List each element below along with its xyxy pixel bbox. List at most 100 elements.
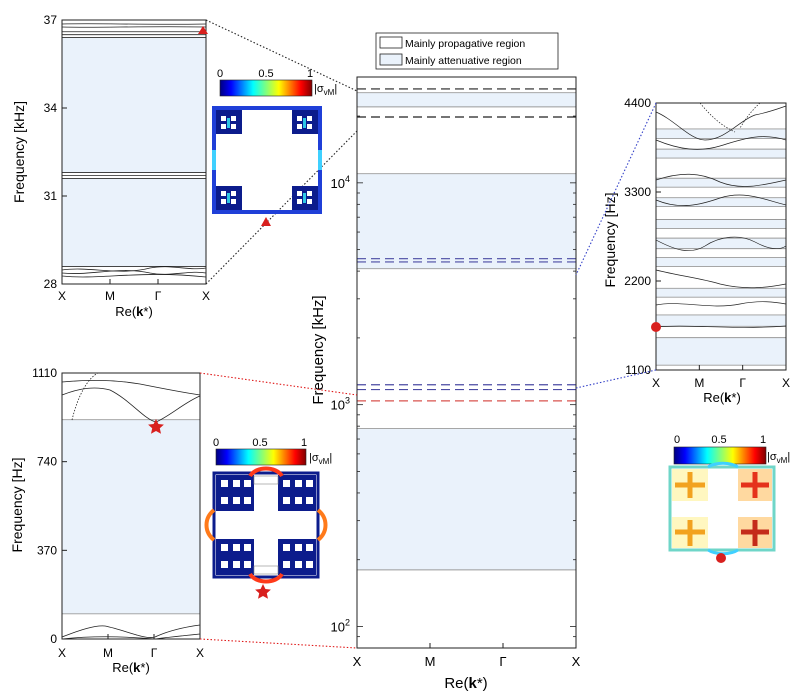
inset-right-dispersion-curves xyxy=(655,102,787,328)
colorbar-top: 0 0.5 1 |σvM| xyxy=(217,68,337,97)
resonator-right-cross-bl xyxy=(675,520,705,546)
resonator-top-bl xyxy=(216,186,242,210)
colorbar-right-gradient xyxy=(673,446,767,465)
unit-cell-middle-strain-bottom xyxy=(248,572,284,584)
tl-yticks-label-0: 28 xyxy=(44,277,58,291)
r-yticks-label-3: 4400 xyxy=(624,96,651,110)
unit-cell-middle-strain-right xyxy=(316,508,328,542)
circle-marker-right xyxy=(651,322,661,332)
main-bands-band-2 xyxy=(357,92,576,107)
main-xticks-label-1: M xyxy=(425,654,436,669)
unit-cell-right-frame xyxy=(668,465,776,552)
resonator-top-tr xyxy=(292,110,318,134)
mode-shape-middle: 0 0.5 1 |σvM| xyxy=(204,437,332,599)
star-marker-mode xyxy=(255,584,271,599)
main-bands-band-0 xyxy=(357,428,576,570)
colorbar-middle-tick-min: 0 xyxy=(213,437,219,449)
main-xlabel-prefix: Re( xyxy=(444,675,468,692)
unit-cell-right-edge-accent xyxy=(707,461,739,556)
tl-xticks-label-0: X xyxy=(58,289,66,303)
triangle-marker xyxy=(198,26,208,34)
tl-bands-band-0 xyxy=(62,178,206,267)
inset-right-frame xyxy=(655,102,787,371)
r-curve-2 xyxy=(655,136,787,150)
main-ylabel: Frequency [kHz] xyxy=(310,295,327,404)
colorbar-right-tick-max: 1 xyxy=(760,434,766,446)
connector-kHz-bottom xyxy=(205,130,358,285)
main-xlabel: Re(k*) xyxy=(444,675,487,692)
inset-right-xlabel: Re(k*) xyxy=(703,390,741,405)
bl-curve-3 xyxy=(61,387,201,423)
unit-cell-middle-frame xyxy=(212,471,320,579)
main-xticks-label-3: X xyxy=(572,654,581,669)
colorbar-top-tick-mid: 0.5 xyxy=(258,68,273,80)
inset-right-bands xyxy=(656,128,786,366)
tl-curve-2 xyxy=(61,270,207,275)
colorbar-middle-label: |σvM| xyxy=(309,452,332,466)
bl-yticks-label-0: 0 xyxy=(50,632,57,646)
main-ytick-label-0: 102 xyxy=(331,618,350,635)
inset-top-left-ylabel: Frequency [kHz] xyxy=(11,101,27,203)
mode-shape-right: 0 0.5 1 |σvM| xyxy=(668,434,790,563)
tl-curve-3 xyxy=(61,274,207,278)
r-curve-5 xyxy=(655,236,787,252)
tl-xticks-label-2: Γ xyxy=(155,289,162,303)
tl-xticks-label-3: X xyxy=(202,289,210,303)
tl-curve-4 xyxy=(61,23,207,25)
triangle-marker-mode xyxy=(261,217,271,226)
inset-top-left-dispersion-curves xyxy=(61,23,207,278)
resonator-top-br xyxy=(292,186,318,210)
main-xlabel-bold: k xyxy=(468,675,477,692)
resonator-right-cross-br xyxy=(741,520,769,546)
colorbar-middle-tick-max: 1 xyxy=(301,437,307,449)
r-bands-band-1 xyxy=(656,314,786,327)
unit-cell-top-inner xyxy=(232,126,302,194)
star-marker-bl xyxy=(148,419,164,434)
main-plot-frame xyxy=(356,76,577,649)
connector-lines xyxy=(199,19,657,649)
legend-swatch-attenuative xyxy=(379,53,403,66)
r-curve-7 xyxy=(655,301,787,307)
main-bands-band-1 xyxy=(357,173,576,269)
main-xticks-label-2: Γ xyxy=(499,654,506,669)
main-ytick-label-2: 104 xyxy=(331,174,350,191)
tl-yticks-label-2: 34 xyxy=(44,101,58,115)
connector-Hz-low-bottom xyxy=(199,638,358,649)
main-attenuative-bands xyxy=(357,92,576,571)
colorbar-top-tick-min: 0 xyxy=(217,68,223,80)
inset-bottom-left-frame xyxy=(61,372,201,640)
tl-curve-5 xyxy=(61,26,207,28)
unit-cell-middle-strain-top xyxy=(248,466,284,478)
inset-bottom-left-xlabel: Re(k*) xyxy=(112,660,150,675)
resonator-right-cross-tr xyxy=(741,472,769,498)
colorbar-right-tick-mid: 0.5 xyxy=(711,434,726,446)
bl-curve-4 xyxy=(61,379,201,396)
r-xticks-label-3: X xyxy=(782,376,790,390)
r-bands-band-9 xyxy=(656,128,786,139)
unit-cell-top xyxy=(212,106,322,214)
unit-cell-middle-gap-top xyxy=(253,475,279,485)
main-xlabel-suffix: *) xyxy=(477,675,488,692)
inset-bottom-left-ylabel: Frequency [Hz] xyxy=(9,458,25,553)
r-bands-band-0 xyxy=(656,337,786,366)
bl-curve-5 xyxy=(71,372,99,421)
tl-curve-1 xyxy=(61,266,207,272)
r-bands-band-5 xyxy=(656,219,786,229)
colorbar-right: 0 0.5 1 |σvM| xyxy=(673,434,790,465)
inset-right-bg xyxy=(656,103,786,370)
connector-Hz-low-top xyxy=(199,372,358,396)
r-bands-band-6 xyxy=(656,197,786,207)
r-curve-8 xyxy=(655,325,787,328)
resonator-right-cross-tl xyxy=(675,472,705,498)
r-curve-6 xyxy=(655,269,787,289)
inset-bottom-left-dispersion-curves xyxy=(61,372,201,640)
r-curve-3 xyxy=(655,173,787,187)
legend: Mainly propagative region Mainly attenua… xyxy=(375,32,559,70)
